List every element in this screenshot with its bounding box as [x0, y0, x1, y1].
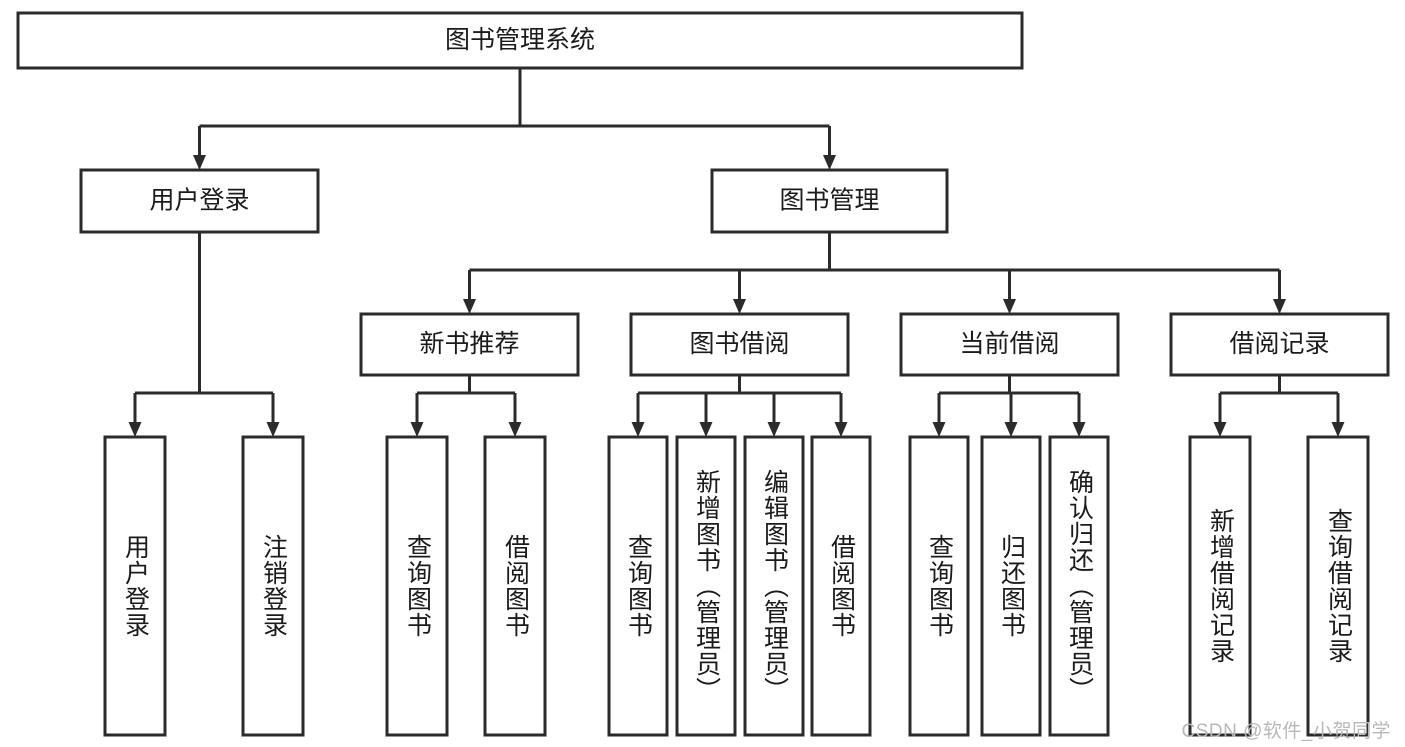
node-label-root: 图书管理系统 [445, 26, 595, 54]
arrow-head-icon [193, 155, 206, 170]
node-label-borrow-records: 借阅记录 [1229, 330, 1329, 358]
arrow-head-icon [834, 422, 848, 437]
node-box-user-login[interactable] [79, 168, 320, 234]
node-box-root[interactable] [16, 11, 1024, 70]
arrow-head-icon [932, 422, 946, 437]
node-label-new-book-recommend: 新书推荐 [419, 330, 519, 358]
arrow-head-icon [1331, 422, 1345, 437]
node-box-book-borrow[interactable] [629, 312, 850, 377]
node-label-book-borrow: 图书借阅 [689, 330, 789, 358]
arrow-head-icon [631, 422, 645, 437]
arrow-head-icon [733, 299, 746, 314]
node-box-current-borrow[interactable] [899, 312, 1120, 377]
arrow-head-icon [767, 422, 781, 437]
arrow-head-icon [463, 299, 476, 314]
node-box-leaf-query-books-1[interactable] [385, 435, 449, 737]
arrow-head-icon [410, 422, 424, 437]
arrow-head-icon [266, 422, 280, 437]
node-box-borrow-records[interactable] [1169, 312, 1390, 377]
arrow-head-icon [1004, 422, 1018, 437]
node-box-leaf-query-borrow-record[interactable] [1306, 435, 1370, 737]
boxes-layer [16, 11, 1390, 737]
node-box-book-management[interactable] [710, 168, 949, 234]
watermark-text: CSDN @软件_小贺同学 [1181, 721, 1391, 742]
node-box-leaf-borrow-books-2[interactable] [810, 435, 872, 737]
node-box-leaf-return-books[interactable] [980, 435, 1042, 737]
node-box-leaf-add-borrow-record[interactable] [1188, 435, 1252, 737]
node-box-leaf-query-books-3[interactable] [908, 435, 970, 737]
arrow-head-icon [1273, 299, 1286, 314]
node-box-leaf-logout-login[interactable] [241, 435, 305, 737]
arrow-head-icon [128, 422, 142, 437]
arrow-head-icon [1003, 299, 1016, 314]
arrow-head-icon [823, 155, 836, 170]
node-label-book-management: 图书管理 [779, 187, 879, 215]
node-box-leaf-edit-book-admin[interactable] [743, 435, 805, 737]
arrow-head-icon [508, 422, 522, 437]
connectors-layer [128, 68, 1345, 437]
node-box-leaf-add-book-admin[interactable] [675, 435, 737, 737]
node-box-leaf-user-login[interactable] [103, 435, 167, 737]
node-box-new-book-recommend[interactable] [359, 312, 580, 377]
arrow-head-icon [1213, 422, 1227, 437]
node-box-leaf-query-books-2[interactable] [607, 435, 669, 737]
node-label-current-borrow: 当前借阅 [959, 330, 1059, 358]
node-box-leaf-borrow-books-1[interactable] [483, 435, 547, 737]
arrow-head-icon [1072, 422, 1086, 437]
arrow-head-icon [699, 422, 713, 437]
node-label-user-login: 用户登录 [149, 187, 249, 215]
node-box-leaf-confirm-return-admin[interactable] [1048, 435, 1110, 737]
